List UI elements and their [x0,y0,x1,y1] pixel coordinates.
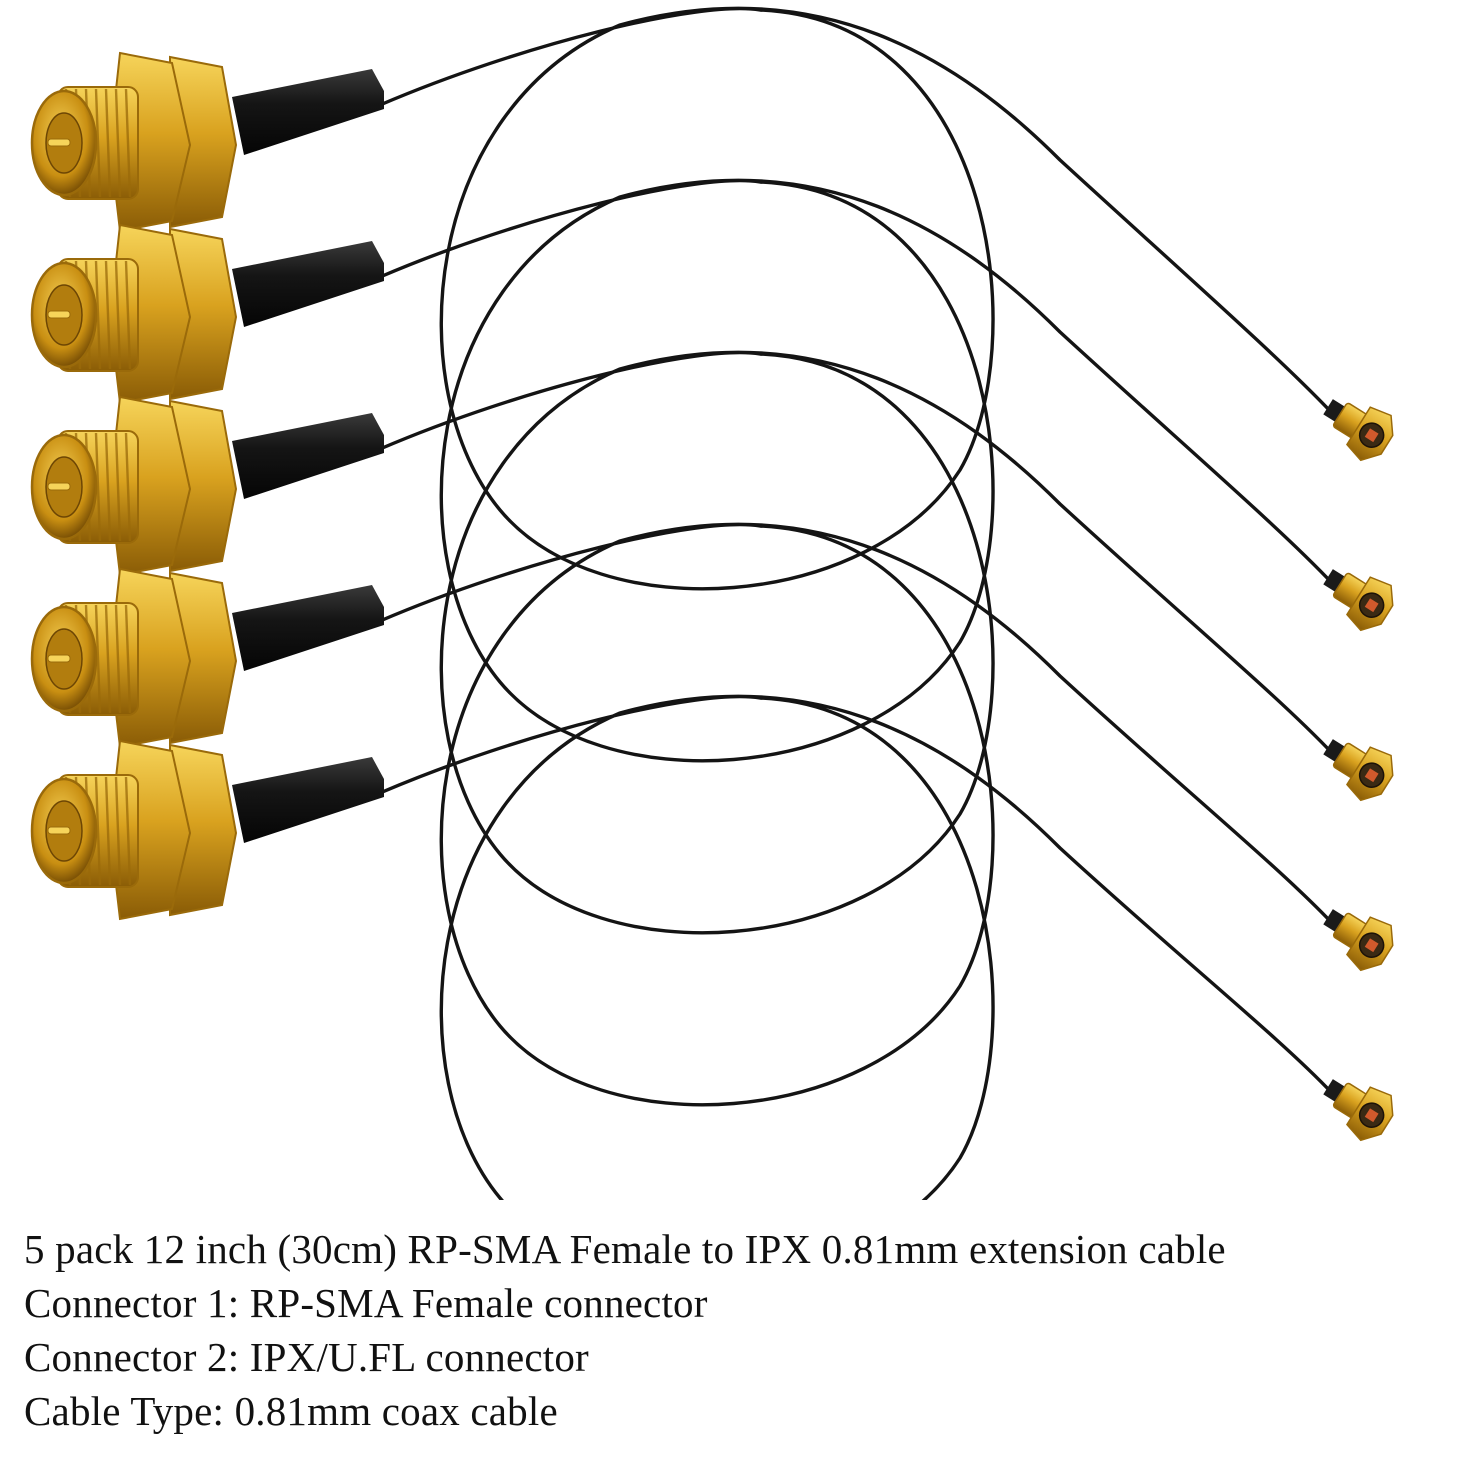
ipx-ufl-connector-3 [1323,739,1394,802]
ipx-ufl-connector-1 [1323,399,1394,462]
rp-sma-female-connector-4 [30,567,384,749]
ipx-ufl-connector-5 [1323,1079,1394,1142]
coax-cable-1 [378,6,1334,591]
ipx-ufl-connector-4 [1323,909,1394,972]
ipx-ufl-connector-2 [1323,569,1394,632]
caption-title: 5 pack 12 inch (30cm) RP-SMA Female to I… [24,1226,1226,1272]
coax-cable-4 [378,522,1334,1107]
product-photo [30,6,1394,1200]
cables-layer [378,6,1334,1200]
caption-connector-2: Connector 2: IPX/U.FL connector [24,1334,589,1380]
rp-sma-female-connector-1 [30,51,384,233]
coax-cable-2 [378,178,1334,763]
rp-sma-female-connector-3 [30,395,384,577]
coax-cable-3 [378,350,1334,935]
caption-cable-type: Cable Type: 0.81mm coax cable [24,1388,558,1434]
rp-sma-female-connector-2 [30,223,384,405]
caption: 5 pack 12 inch (30cm) RP-SMA Female to I… [24,1222,1444,1438]
coax-cable-5 [378,694,1334,1200]
rp-sma-female-connector-5 [30,739,384,921]
connectors-layer [30,51,1394,1142]
caption-connector-1: Connector 1: RP-SMA Female connector [24,1280,708,1326]
